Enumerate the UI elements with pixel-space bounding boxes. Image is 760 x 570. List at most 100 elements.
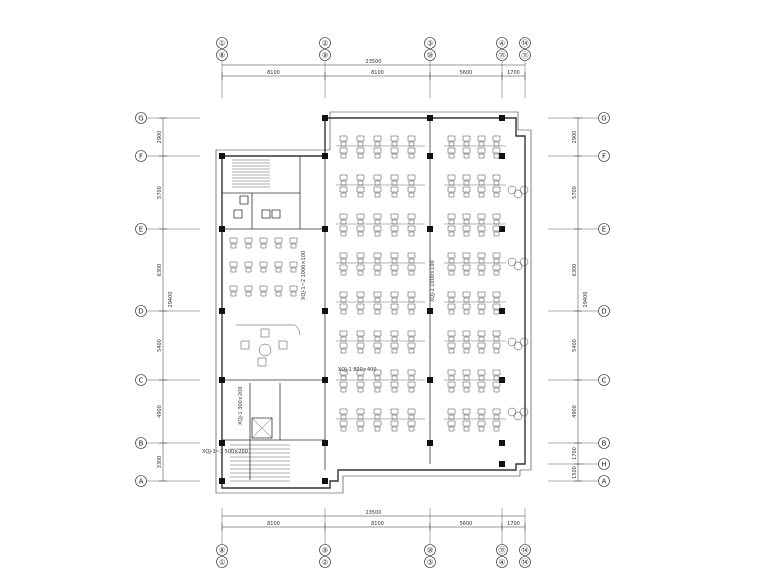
desk — [478, 343, 485, 348]
chair — [358, 232, 363, 236]
right-axis-3-circle — [599, 306, 610, 317]
desk — [448, 292, 455, 297]
desk — [478, 226, 485, 231]
chair — [261, 244, 266, 248]
bottom-dim-total: 23500 — [366, 510, 382, 516]
chair — [341, 349, 346, 353]
chair — [341, 181, 346, 185]
desk — [391, 343, 398, 348]
round-table — [514, 412, 522, 420]
round-table — [514, 342, 522, 350]
desk — [391, 304, 398, 309]
structural-column — [499, 115, 505, 121]
desk — [478, 304, 485, 309]
chair — [291, 244, 296, 248]
desk — [408, 421, 415, 426]
left-axis-0-circle — [136, 113, 147, 124]
chair — [494, 415, 499, 419]
right-axis-3: D — [601, 308, 606, 316]
desk — [493, 421, 500, 426]
chair — [449, 388, 454, 392]
desk — [408, 292, 415, 297]
desk — [493, 382, 500, 387]
bottom-axis-lower-0: ① — [219, 559, 225, 567]
top-axis-upper-2: ③ — [427, 40, 433, 48]
desk — [260, 238, 267, 243]
duct-note-b: XQJ-2 1000×100 — [430, 260, 436, 302]
right-axis-6-circle — [599, 459, 610, 470]
top-axis-upper-3: ④ — [499, 40, 505, 48]
right-axis-7-circle — [599, 476, 610, 487]
top-axis-lower-2-circle — [425, 50, 436, 61]
desk — [357, 175, 364, 180]
chair — [464, 310, 469, 314]
desk — [463, 382, 470, 387]
desk — [448, 175, 455, 180]
right-axis-5-circle — [599, 438, 610, 449]
left-axis-5: B — [139, 440, 144, 448]
desk — [408, 187, 415, 192]
chair — [449, 376, 454, 380]
chair — [291, 292, 296, 296]
chair — [358, 337, 363, 341]
chair — [449, 271, 454, 275]
top-axis-lower-0: ⑧ — [219, 52, 225, 60]
elevator-shaft — [252, 418, 272, 438]
right-dim-span-6: 1500 — [572, 466, 578, 479]
top-axis-lower-0-circle — [217, 50, 228, 61]
desk — [357, 226, 364, 231]
bottom-axis-lower-4: ⑭ — [522, 559, 529, 567]
top-dim-span-2: 5600 — [460, 70, 473, 76]
round-table — [508, 408, 516, 416]
bottom-axis-lower-2: ③ — [427, 559, 433, 567]
desk — [290, 262, 297, 267]
chair — [479, 427, 484, 431]
chair — [341, 193, 346, 197]
desk — [374, 292, 381, 297]
structural-column — [322, 308, 328, 314]
chair — [494, 232, 499, 236]
structural-column — [427, 115, 433, 121]
chair — [358, 259, 363, 263]
desk — [448, 187, 455, 192]
structural-column — [322, 153, 328, 159]
chair — [341, 154, 346, 158]
chair — [358, 181, 363, 185]
chair — [358, 220, 363, 224]
right-axis-5: B — [602, 440, 607, 448]
desk — [463, 421, 470, 426]
chair — [358, 154, 363, 158]
structural-column — [322, 115, 328, 121]
chair — [464, 298, 469, 302]
desk — [357, 136, 364, 141]
desk — [448, 421, 455, 426]
chair — [449, 181, 454, 185]
desk — [448, 382, 455, 387]
desk — [374, 265, 381, 270]
desk — [391, 292, 398, 297]
desk — [391, 331, 398, 336]
desk — [391, 265, 398, 270]
desk — [408, 148, 415, 153]
chair — [494, 181, 499, 185]
desk — [463, 226, 470, 231]
right-axis-2: E — [602, 226, 606, 234]
desk — [493, 253, 500, 258]
desk — [374, 175, 381, 180]
desk — [448, 226, 455, 231]
structural-column — [322, 377, 328, 383]
bottom-axis-lower-1-circle — [320, 557, 331, 568]
desk — [340, 292, 347, 297]
chair — [449, 310, 454, 314]
desk — [374, 226, 381, 231]
top-dim-span-1: 8100 — [371, 70, 384, 76]
left-dim-span-2: 6300 — [157, 264, 163, 277]
chair — [341, 259, 346, 263]
chair — [341, 142, 346, 146]
bottom-axis-lower-4-circle — [520, 557, 531, 568]
desk — [340, 343, 347, 348]
desk — [463, 265, 470, 270]
chair — [392, 337, 397, 341]
chair — [341, 310, 346, 314]
